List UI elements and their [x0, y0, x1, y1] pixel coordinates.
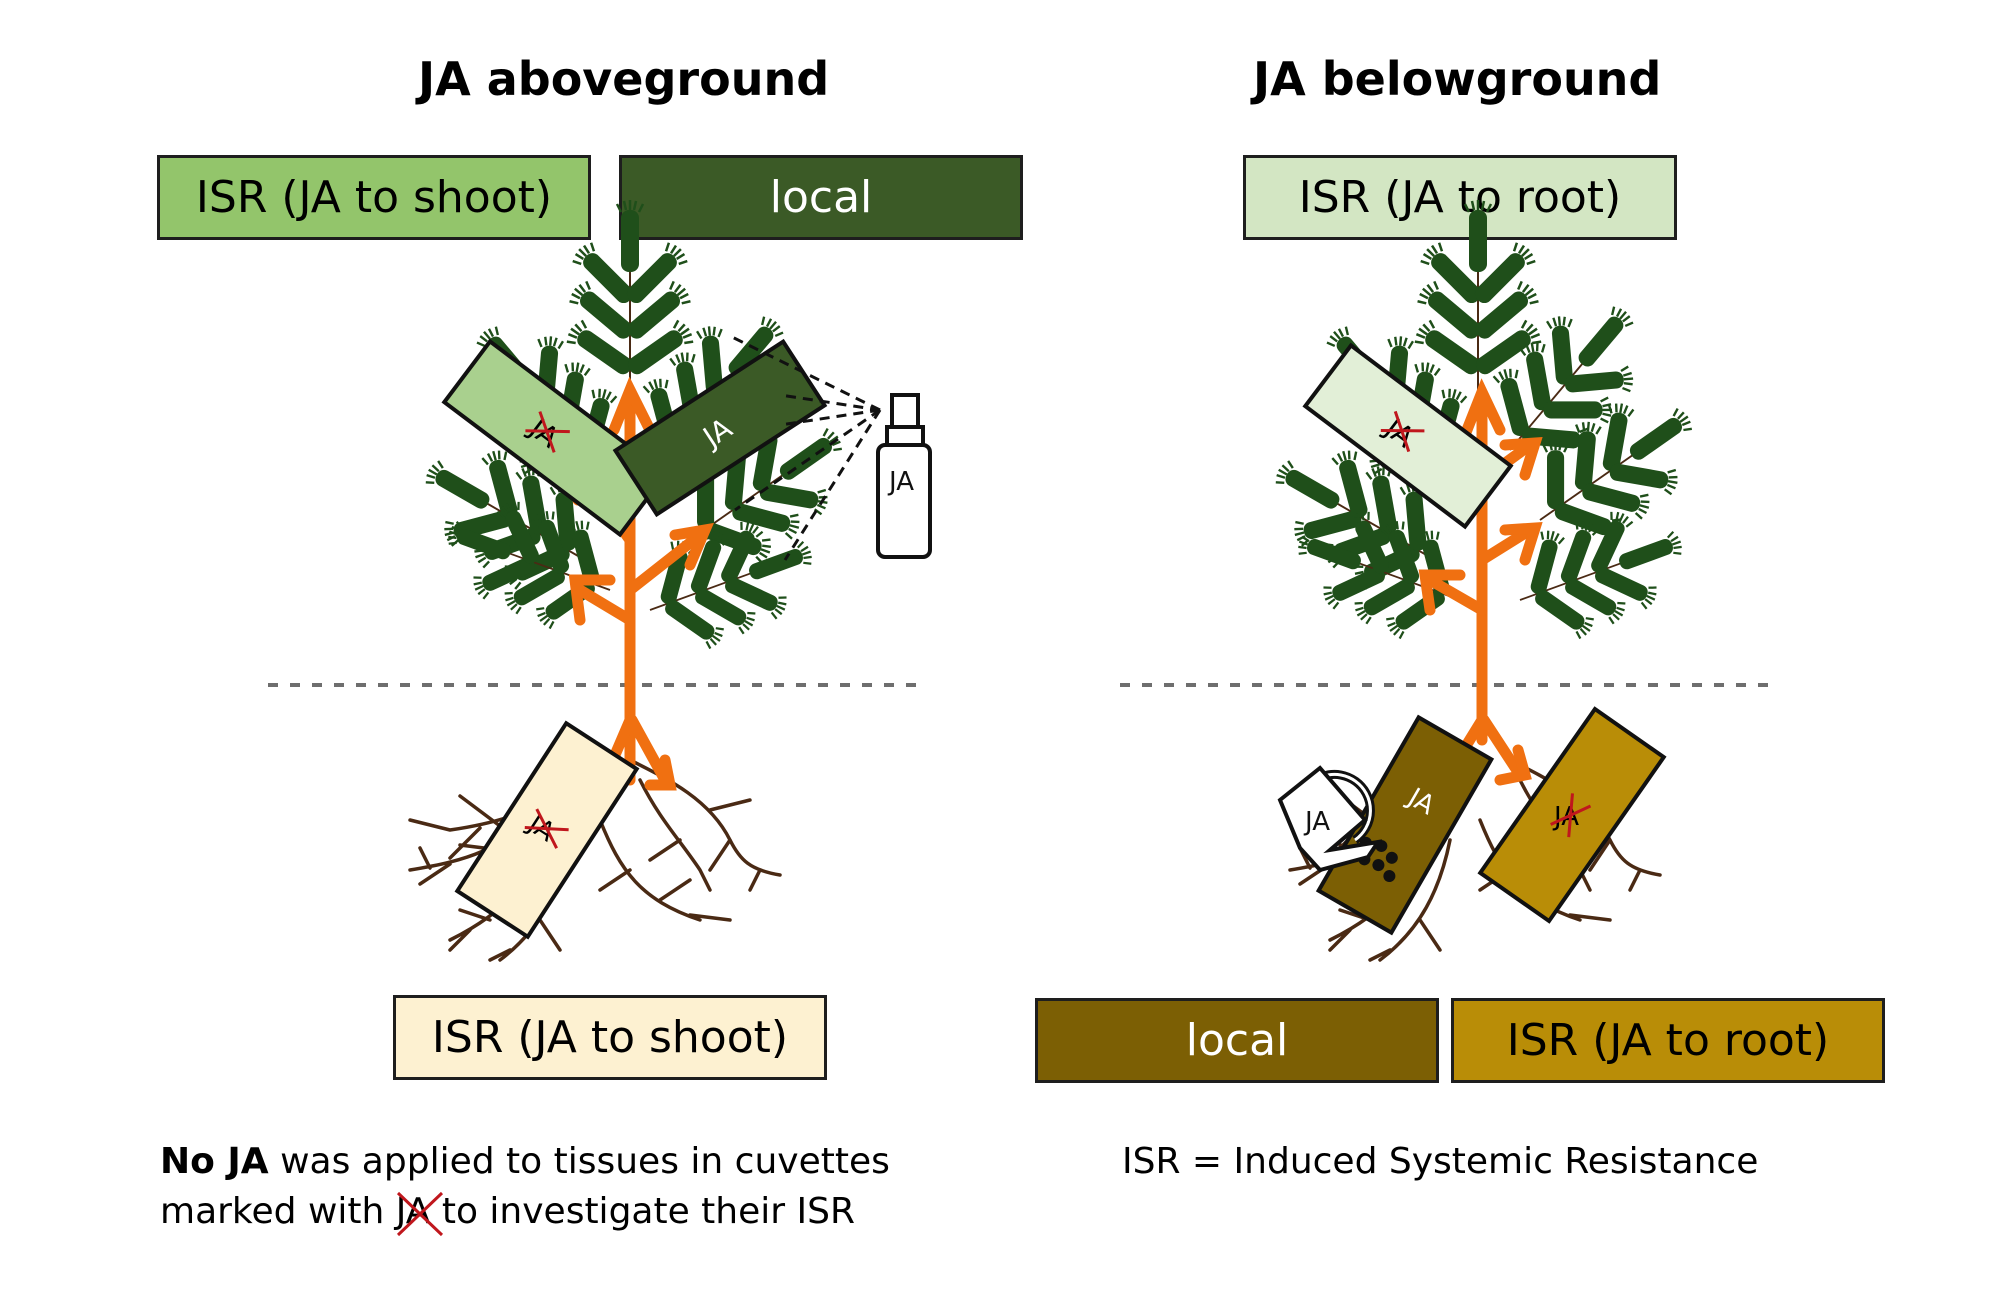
footnote-bold: No JA [160, 1141, 269, 1182]
cuvette-root-local-right: JA [1315, 714, 1495, 936]
plant-left: JA JA JA JA [397, 200, 932, 962]
foliage-left [397, 200, 874, 666]
plant-right: JA JA JA JA [1247, 200, 1724, 962]
cuvette-shoot-isr-left: JA [441, 338, 669, 538]
label-text: local [769, 172, 873, 223]
label-isr-shoot-above: ISR (JA to shoot) [157, 155, 591, 240]
watering-can-icon: JA [1277, 765, 1383, 873]
label-text: ISR (JA to root) [1298, 172, 1622, 223]
footnote-line-2: marked with JA to investigate their ISR [160, 1187, 890, 1237]
cuvette-shoot-isr-right: JA [1302, 342, 1514, 530]
panel-title-aboveground: JA aboveground [418, 52, 830, 106]
label-isr-root-above: ISR (JA to root) [1243, 155, 1677, 240]
strike-cross-icon [396, 1191, 443, 1237]
footnote-line-1: No JA was applied to tissues in cuvettes [160, 1137, 890, 1187]
cuvette-root-isr-left: JA [454, 720, 640, 940]
label-isr-shoot-below: ISR (JA to shoot) [393, 995, 827, 1080]
footnote-no-ja: No JA was applied to tissues in cuvettes… [160, 1137, 890, 1237]
label-isr-root-below: ISR (JA to root) [1451, 998, 1885, 1083]
footnote-text: to investigate their ISR [430, 1191, 855, 1232]
label-local-above: local [619, 155, 1023, 240]
label-local-below: local [1035, 998, 1439, 1083]
spray-bottle-label: JA [887, 467, 914, 497]
spray-lines [727, 333, 882, 561]
cuvette-shoot-local-left: JA [612, 338, 828, 518]
label-text: ISR (JA to shoot) [431, 1012, 789, 1063]
spray-bottle-icon: JA [876, 393, 932, 559]
footnote-isr-definition: ISR = Induced Systemic Resistance [1122, 1141, 1759, 1182]
cuvette-root-isr-right: JA [1477, 706, 1667, 924]
watering-can-label: JA [1303, 807, 1330, 837]
label-text: ISR (JA to shoot) [195, 172, 553, 223]
label-text: local [1185, 1015, 1289, 1066]
footnote-text: marked with [160, 1191, 396, 1232]
footnote-text: was applied to tissues in cuvettes [268, 1141, 890, 1182]
label-text: ISR (JA to root) [1506, 1015, 1830, 1066]
panel-title-belowground: JA belowground [1253, 52, 1662, 106]
struck-ja-symbol: JA [396, 1187, 443, 1237]
